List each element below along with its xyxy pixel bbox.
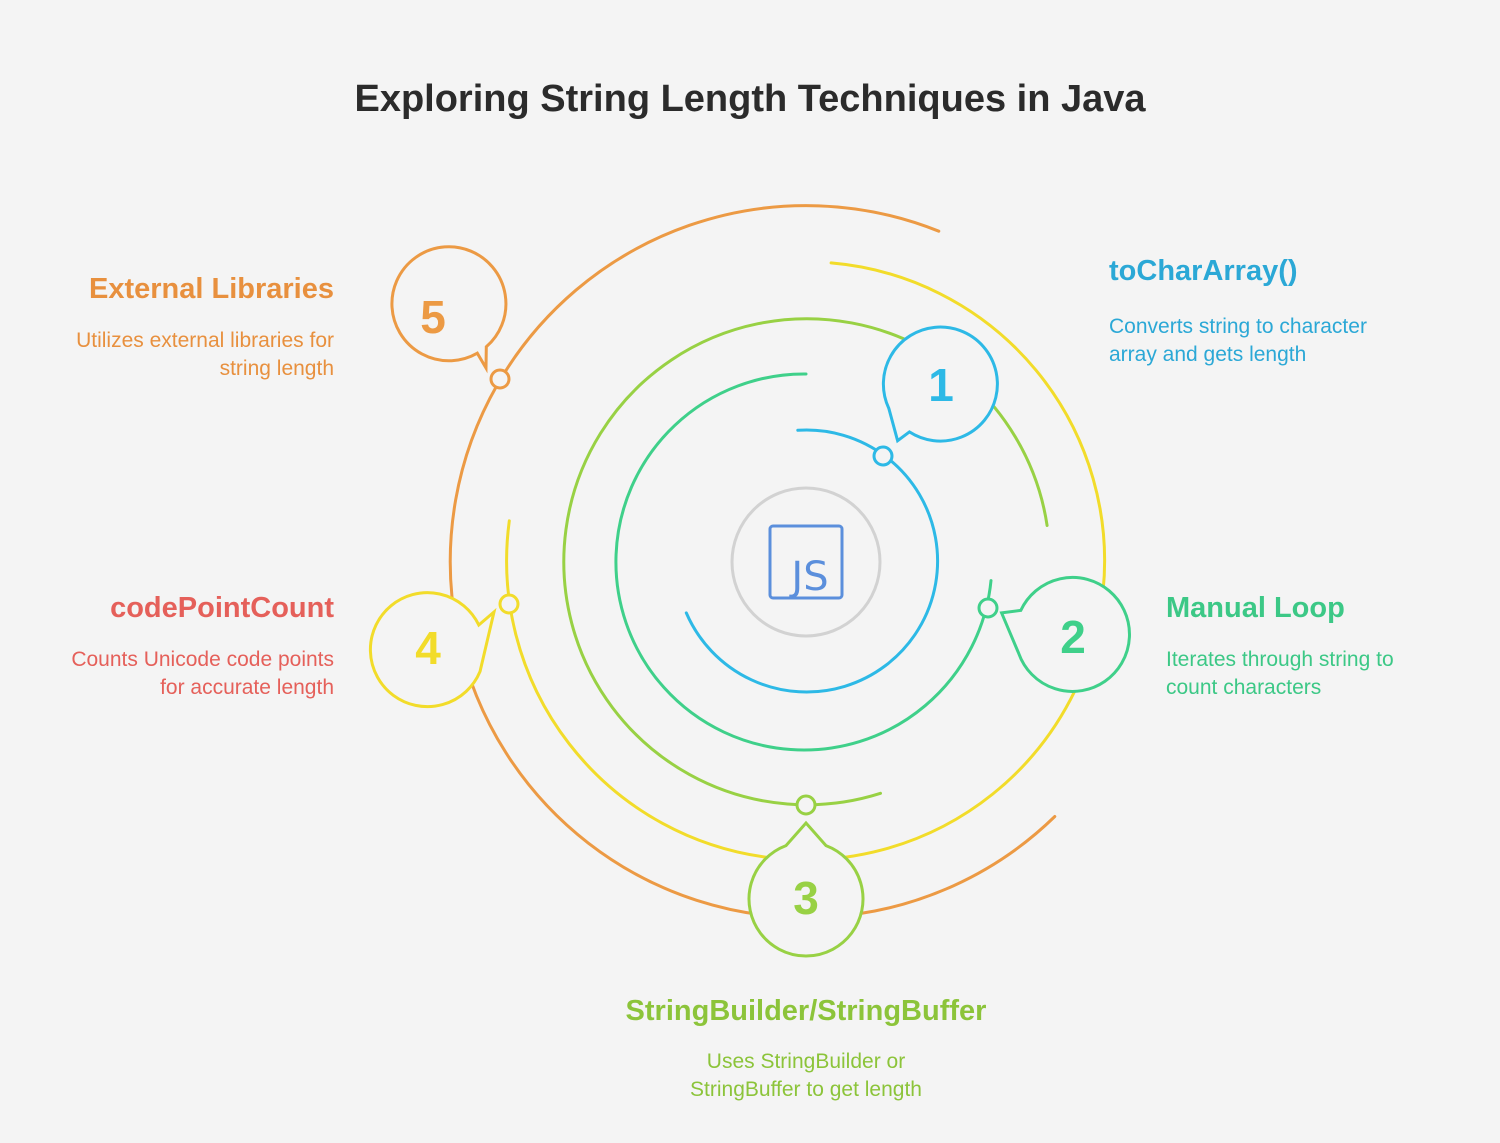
item-5-description: Utilizes external libraries for string l… bbox=[76, 329, 334, 380]
item-2-description: Iterates through string to count charact… bbox=[1166, 648, 1394, 699]
callout-4-anchor bbox=[498, 593, 520, 615]
item-5-title: External Libraries bbox=[89, 273, 334, 305]
callout-1: 1 bbox=[872, 325, 999, 467]
callout-5-number: 5 bbox=[420, 291, 446, 343]
callout-2-anchor bbox=[977, 597, 999, 619]
callout-5-anchor bbox=[489, 368, 511, 390]
callout-3-number: 3 bbox=[793, 872, 819, 924]
ring-4-arc bbox=[505, 261, 1107, 862]
item-4-title: codePointCount bbox=[110, 592, 334, 624]
callout-3: 3 bbox=[747, 794, 865, 958]
item-1-title: toCharArray() bbox=[1109, 255, 1298, 287]
callout-2: 2 bbox=[977, 575, 1131, 693]
callout-3-anchor bbox=[795, 794, 817, 816]
callout-1-anchor bbox=[872, 445, 894, 467]
callout-2-number: 2 bbox=[1060, 611, 1086, 663]
item-3-title: StringBuilder/StringBuffer bbox=[625, 995, 987, 1027]
page-title: Exploring String Length Techniques in Ja… bbox=[354, 78, 1146, 120]
ring-2-arc bbox=[614, 372, 993, 752]
callout-5: 5 bbox=[390, 245, 511, 390]
item-1-description: Converts string to character array and g… bbox=[1109, 315, 1367, 366]
javascript-file-icon-label: JS bbox=[788, 554, 828, 600]
item-4-description: Counts Unicode code points for accurate … bbox=[71, 648, 334, 699]
callout-4: 4 bbox=[368, 591, 520, 709]
callout-5-bubble bbox=[390, 245, 508, 374]
ring-5-arc bbox=[448, 204, 1057, 920]
callout-3-bubble bbox=[747, 820, 865, 958]
callout-4-number: 4 bbox=[415, 622, 441, 674]
callout-1-bubble bbox=[881, 325, 999, 444]
javascript-file-icon bbox=[768, 524, 844, 600]
callout-2-bubble bbox=[999, 575, 1131, 693]
item-3-description: Uses StringBuilder or StringBuffer to ge… bbox=[690, 1050, 922, 1101]
callout-4-bubble bbox=[368, 591, 497, 709]
item-2-title: Manual Loop bbox=[1166, 592, 1345, 624]
callout-1-number: 1 bbox=[928, 359, 954, 411]
center-circle bbox=[730, 486, 882, 638]
